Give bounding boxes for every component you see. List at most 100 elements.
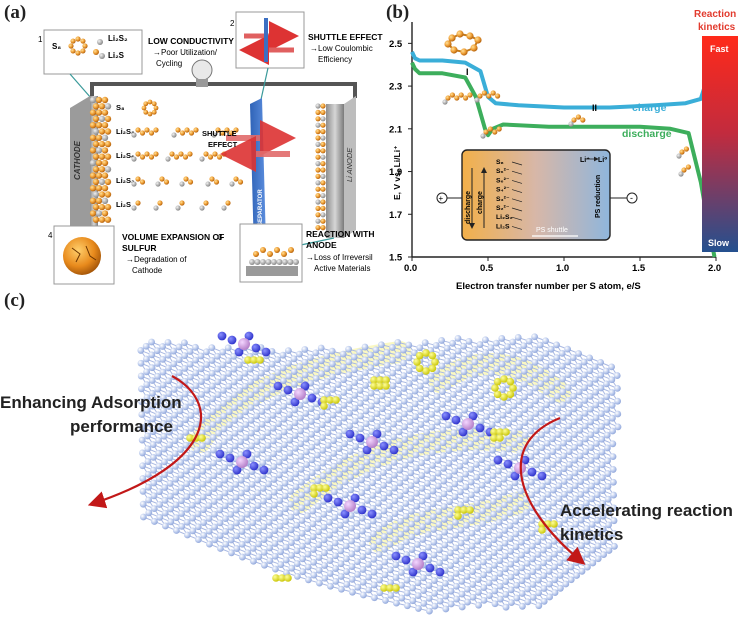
atom (175, 127, 181, 133)
atom (315, 225, 321, 231)
atom (92, 216, 100, 223)
atom (95, 185, 103, 192)
atom (92, 115, 100, 123)
atom (98, 128, 106, 135)
atom (95, 147, 103, 154)
atom (315, 141, 321, 147)
atom (315, 173, 321, 179)
atom (580, 117, 586, 123)
atom (75, 36, 81, 42)
legend-discharge: discharge (622, 128, 672, 140)
atom (449, 92, 455, 98)
atom (89, 122, 97, 129)
atom (320, 116, 326, 122)
battery-schematic: 1 S₈ Li₂S₂ Li₂S LOW CONDUCTIVITY →Poor U… (38, 11, 383, 285)
atom (253, 251, 259, 257)
light-bulb-icon (191, 59, 213, 87)
y-tick-label: 2.5 (389, 39, 403, 50)
atom (92, 128, 100, 135)
s8-ring-molecule (444, 30, 482, 56)
atom (492, 129, 498, 135)
atom (442, 99, 448, 105)
series-line-discharge (410, 61, 717, 258)
atom (496, 126, 502, 132)
inset-species-arrow (511, 198, 523, 203)
atom (676, 153, 682, 159)
atom (89, 159, 97, 167)
cathode: CATHODE (70, 96, 112, 238)
atom (92, 153, 100, 160)
x-axis-label: Electron transfer number per S atom, e/S (456, 281, 641, 292)
atom (98, 115, 106, 123)
inset-species-label: Li₂S (496, 223, 510, 230)
atom (315, 218, 321, 224)
atom (685, 164, 691, 170)
inset-species-label: S₆²⁻ (496, 168, 510, 175)
atom (89, 185, 97, 192)
plateau-label-I: I (466, 67, 469, 77)
atom (184, 127, 190, 133)
atom (101, 172, 109, 179)
atom (98, 103, 106, 110)
atom (224, 127, 230, 133)
atom (320, 167, 326, 173)
atom (89, 197, 97, 204)
inset-species-arrow (511, 161, 523, 166)
atom (199, 205, 205, 211)
atom (474, 97, 480, 103)
atom (249, 259, 255, 265)
atom (139, 179, 146, 185)
atom (315, 109, 321, 115)
atom (98, 153, 106, 160)
atom (147, 99, 153, 105)
atom (97, 39, 103, 45)
atom (143, 109, 149, 115)
atom (187, 179, 194, 185)
atom (315, 205, 321, 211)
atom (233, 176, 239, 182)
atom (135, 151, 141, 157)
x-tick-label: 1.5 (632, 263, 646, 274)
atom (448, 34, 456, 42)
atom (315, 154, 321, 160)
atom (193, 127, 199, 133)
atom (199, 156, 205, 162)
atom (182, 154, 189, 160)
atom (454, 95, 460, 101)
atom (89, 147, 97, 154)
atom (151, 109, 157, 115)
atom (467, 92, 473, 98)
atom (95, 197, 103, 204)
atom (215, 127, 221, 133)
atom (681, 167, 687, 173)
atom (209, 176, 215, 182)
atom (481, 90, 487, 96)
inset-species-arrow (511, 226, 523, 230)
atom (575, 114, 581, 120)
atom (293, 259, 299, 265)
atom (221, 205, 227, 211)
y-tick-label: 2.1 (389, 124, 403, 135)
atom (89, 134, 97, 141)
atom (89, 96, 97, 104)
atom (101, 96, 109, 104)
reaction-inset: + - discharge charge S₈S₆²⁻S₆²⁻S₄²⁻S₃²⁻S… (436, 149, 638, 241)
y-tick-label: 1.5 (389, 253, 403, 264)
atom (131, 205, 137, 211)
atom (80, 48, 86, 54)
atom (179, 130, 186, 136)
inset-species-label: S₂²⁻ (496, 205, 510, 212)
atom (153, 105, 159, 111)
atom (98, 216, 106, 223)
atom (89, 109, 97, 116)
atom (104, 191, 112, 198)
atom (260, 247, 266, 253)
atom (179, 181, 185, 187)
atom (315, 148, 321, 154)
atom (144, 151, 150, 157)
atom (131, 156, 137, 162)
atom (320, 103, 326, 109)
atom (320, 129, 326, 135)
atom (148, 130, 155, 136)
